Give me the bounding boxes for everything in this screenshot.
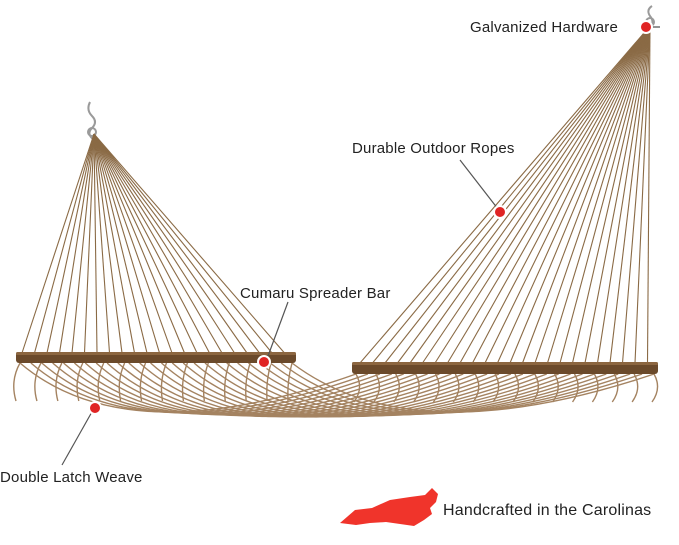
right-suspension-ropes <box>359 25 651 364</box>
callout-label-weave: Double Latch Weave <box>0 469 143 486</box>
origin-label: Handcrafted in the Carolinas <box>443 502 652 519</box>
left-spreader-bar-highlight <box>16 352 296 355</box>
callout-label-hardware: Galvanized Hardware <box>470 19 619 36</box>
right-spreader-bar-highlight <box>352 362 658 365</box>
callout-label-spreader-bar: Cumaru Spreader Bar <box>240 285 391 302</box>
callout-dot-spreader-bar[interactable] <box>257 355 271 369</box>
left-suspension-ropes <box>21 133 285 354</box>
callout-label-ropes: Durable Outdoor Ropes <box>352 140 515 157</box>
callout-dot-ropes[interactable] <box>493 205 507 219</box>
rope-bed-net <box>13 362 659 418</box>
left-hook-icon <box>87 101 97 141</box>
north-carolina-shape-icon <box>340 488 438 526</box>
callout-dot-weave[interactable] <box>88 401 102 415</box>
hammock-illustration <box>13 5 659 418</box>
callout-dot-hardware[interactable] <box>639 20 653 34</box>
